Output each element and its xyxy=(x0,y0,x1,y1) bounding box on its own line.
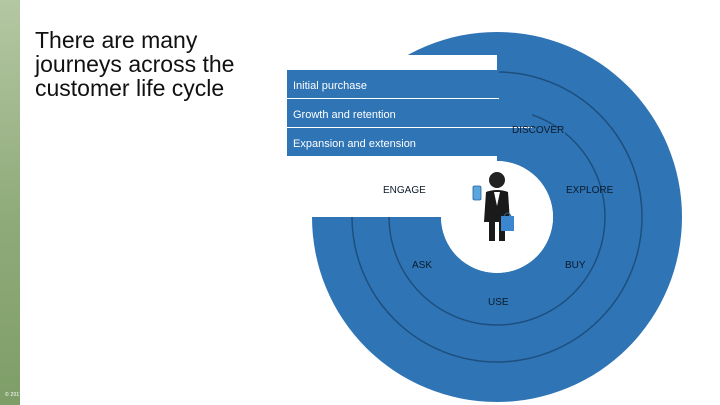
journey-initial-purchase: Initial purchase xyxy=(293,80,367,92)
phone-icon xyxy=(472,185,482,201)
bar-expansion xyxy=(287,128,565,156)
bar-growth xyxy=(287,99,532,127)
stage-use: USE xyxy=(488,297,509,308)
title-card xyxy=(20,0,260,405)
stage-engage: ENGAGE xyxy=(383,185,426,196)
stage-buy: BUY xyxy=(565,260,586,271)
shopping-bag-icon xyxy=(501,212,514,231)
stage-explore: EXPLORE xyxy=(566,185,614,196)
slide-title: There are many journeys across the custo… xyxy=(35,27,235,101)
journey-growth-retention: Growth and retention xyxy=(293,109,396,121)
copyright-footer: © 2017 FORRESTER. REPRODUCTION PROHIBITE… xyxy=(5,392,139,398)
bar-initial-purchase xyxy=(287,70,499,98)
page-number: 18 xyxy=(706,392,712,398)
journey-expansion-extension: Expansion and extension xyxy=(293,138,416,150)
stage-discover: DISCOVER xyxy=(512,125,565,136)
stage-ask: ASK xyxy=(412,260,433,271)
